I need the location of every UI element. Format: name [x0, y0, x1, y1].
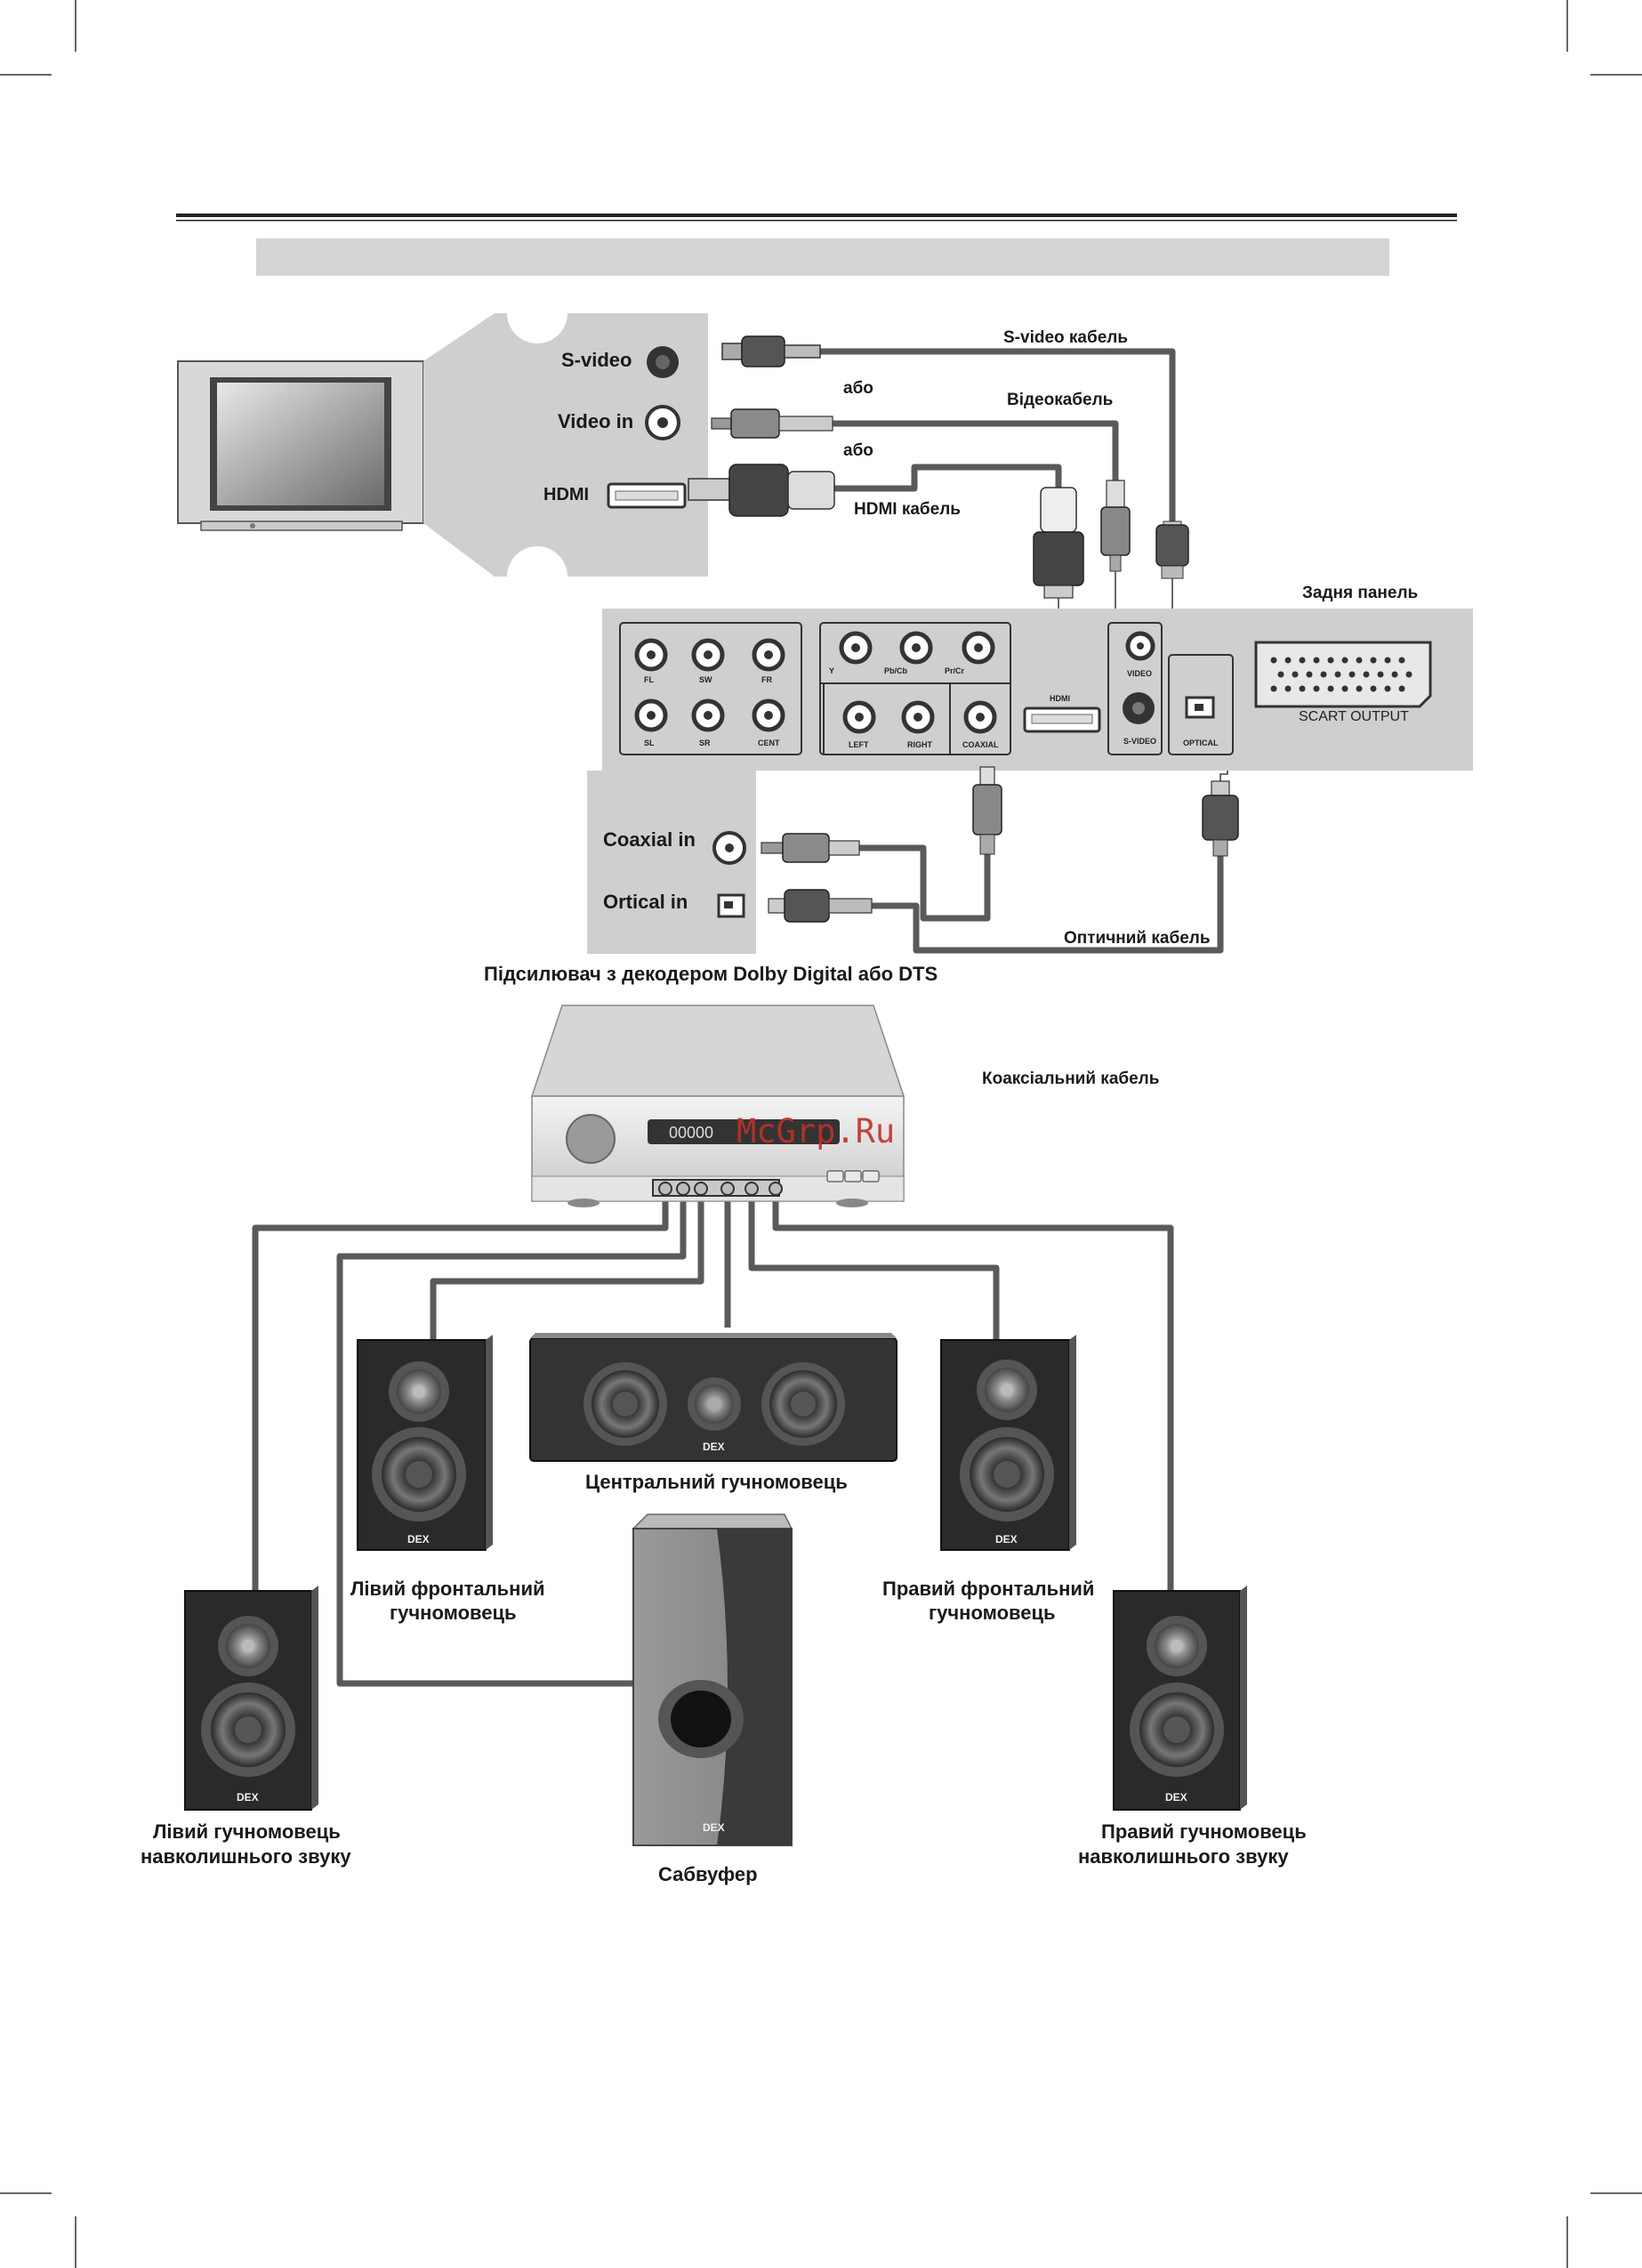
scart-port: [1254, 641, 1432, 708]
right-front-label-2: гучномовець: [929, 1602, 1056, 1624]
optical-plug: [768, 889, 873, 923]
rear-panel-title: Задня панель: [1302, 584, 1418, 602]
left-surround-speaker: DEX: [184, 1586, 318, 1811]
svg-text:S-VIDEO: S-VIDEO: [1123, 737, 1156, 746]
scart-label: SCART OUTPUT: [1299, 709, 1409, 724]
tv-connector-panel: S-video Video in HDMI: [423, 313, 708, 577]
cables: [252, 348, 1224, 1687]
tv-hdmi-label: HDMI: [543, 485, 589, 504]
left-front-brand: DEX: [407, 1533, 430, 1546]
center-speaker: DEX: [529, 1333, 897, 1462]
coaxial-plug: [761, 833, 860, 863]
coaxial-cable-label: Коаксіальний кабель: [982, 1069, 1159, 1088]
or-label-1: або: [843, 379, 873, 398]
left-surround-label-1: Лівий гучномовець: [153, 1820, 341, 1843]
left-front-speaker: DEX: [357, 1335, 493, 1551]
left-front-label-2: гучномовець: [390, 1602, 517, 1624]
svideo-plug: [721, 335, 821, 367]
svg-text:Pb/Cb: Pb/Cb: [884, 666, 908, 675]
coaxial-in-label: Coaxial in: [603, 828, 696, 851]
subwoofer: DEX: [632, 1513, 793, 1846]
svg-text:RIGHT: RIGHT: [907, 740, 933, 749]
right-front-speaker: DEX: [940, 1335, 1076, 1551]
svg-text:Pr/Cr: Pr/Cr: [945, 666, 965, 675]
video-plug-vertical: [1100, 480, 1131, 572]
optical-in-label: Ortical in: [603, 891, 688, 913]
hdmi-plug: [688, 464, 835, 517]
right-surround-speaker: DEX: [1113, 1586, 1247, 1811]
page-header: [176, 214, 1457, 276]
wire-left-front-aux: [336, 1194, 687, 1687]
video-cable-label: Відеокабель: [1007, 391, 1113, 409]
hdmi-cable-label: HDMI кабель: [854, 500, 961, 519]
optical-plug-vertical: [1202, 780, 1239, 857]
optical-cable-label: Оптичний кабель: [1064, 929, 1211, 948]
svg-text:Y: Y: [829, 666, 834, 675]
wire-right-surround: [772, 1194, 1174, 1593]
wire-right-front: [748, 1194, 1000, 1339]
center-speaker-label: Центральний гучномовець: [585, 1471, 848, 1493]
svg-text:SW: SW: [699, 675, 712, 684]
amplifier-display: 00000: [669, 1124, 713, 1142]
right-surround-label-2: навколишнього звуку: [1078, 1845, 1289, 1868]
amplifier-icon: 00000: [530, 1005, 906, 1207]
hdmi-plug-vertical: [1033, 487, 1084, 599]
wire-left-surround: [252, 1194, 669, 1593]
watermark: McGrp.Ru: [736, 1112, 896, 1150]
tv-video-in-label: Video in: [558, 410, 633, 432]
center-speaker-brand: DEX: [703, 1441, 725, 1453]
svg-text:FL: FL: [644, 675, 654, 684]
tv-icon: [177, 360, 424, 531]
wire-left-front: [430, 1194, 704, 1339]
svg-text:OPTICAL: OPTICAL: [1183, 739, 1219, 747]
coaxial-plug-vertical: [972, 766, 1002, 855]
rear-panel-labels: FL SW FR SL SR CENT Y Pb/Cb Pr/Cr LEFT R…: [644, 666, 1409, 749]
svg-text:VIDEO: VIDEO: [1127, 669, 1152, 678]
optical-cable: [872, 852, 1224, 954]
svg-text:SR: SR: [699, 739, 711, 747]
svideo-plug-vertical: [1155, 521, 1189, 579]
tv-svideo-label: S-video: [561, 349, 632, 371]
right-front-label-1: Правий фронтальний: [882, 1578, 1094, 1600]
svg-text:FR: FR: [761, 675, 772, 684]
subwoofer-brand: DEX: [703, 1821, 725, 1834]
video-plug: [711, 408, 833, 439]
svg-text:SL: SL: [644, 739, 655, 747]
svg-text:LEFT: LEFT: [849, 740, 869, 749]
hdmi-cable: [827, 464, 1062, 492]
right-front-brand: DEX: [995, 1533, 1018, 1546]
video-cable: [827, 420, 1119, 482]
svideo-cable-label: S-video кабель: [1003, 328, 1128, 347]
amp-connector-panel: Coaxial in Ortical in: [587, 771, 756, 954]
subwoofer-label: Сабвуфер: [658, 1863, 758, 1885]
right-surround-label-1: Правий гучномовець: [1101, 1820, 1307, 1843]
coaxial-cable: [856, 844, 991, 922]
left-front-label-1: Лівий фронтальний: [350, 1578, 545, 1600]
amplifier-title: Підсилювач з декодером Dolby Digital або…: [484, 963, 938, 985]
svg-text:COAXIAL: COAXIAL: [962, 740, 999, 749]
svideo-cable: [818, 348, 1176, 523]
left-surround-brand: DEX: [237, 1791, 259, 1804]
left-surround-label-2: навколишнього звуку: [141, 1845, 351, 1868]
svg-text:HDMI: HDMI: [1050, 694, 1070, 703]
svg-text:CENT: CENT: [758, 739, 780, 747]
or-label-2: або: [843, 441, 873, 460]
right-surround-brand: DEX: [1165, 1791, 1187, 1804]
